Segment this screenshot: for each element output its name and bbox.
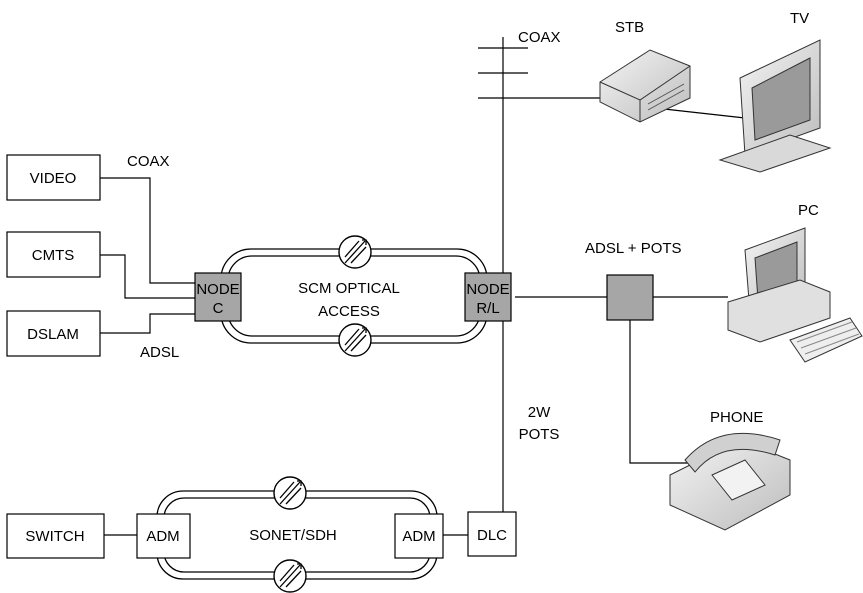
- node-rl-label-line1: NODE: [466, 281, 509, 298]
- sonet-ring-label: SONET/SDH: [249, 527, 337, 544]
- dslam-label: DSLAM: [27, 326, 79, 343]
- dslam-box: DSLAM: [7, 311, 100, 356]
- node-rl: NODE R/L: [465, 273, 511, 321]
- node-c-label-line2: C: [213, 300, 224, 317]
- phone-icon: [670, 433, 790, 530]
- dlc-label: DLC: [477, 527, 507, 544]
- coax-top-label: COAX: [518, 29, 561, 46]
- amplifier-icon: [339, 236, 371, 268]
- cmts-box: CMTS: [7, 232, 100, 277]
- tv-icon: [720, 40, 830, 172]
- adm-right-label: ADM: [402, 528, 435, 545]
- cmts-label: CMTS: [32, 247, 75, 264]
- node-rl-label-line2: R/L: [476, 300, 499, 317]
- stb-icon: [600, 50, 690, 122]
- adm-left-label: ADM: [146, 528, 179, 545]
- splitter-box: [607, 275, 653, 320]
- stb-label: STB: [615, 19, 644, 36]
- adm-right-box: ADM: [395, 514, 443, 558]
- coax-left-label: COAX: [127, 153, 170, 170]
- pc-icon: [728, 228, 862, 362]
- video-box: VIDEO: [7, 155, 100, 200]
- switch-label: SWITCH: [25, 528, 84, 545]
- tv-label: TV: [790, 10, 809, 27]
- phone-label: PHONE: [710, 409, 763, 426]
- scm-ring-label-line1: SCM OPTICAL: [298, 280, 400, 297]
- node-c: NODE C: [195, 273, 241, 321]
- node-c-label-line1: NODE: [196, 281, 239, 298]
- pots-label-line1: 2W: [528, 404, 551, 421]
- video-label: VIDEO: [30, 170, 77, 187]
- switch-box: SWITCH: [7, 514, 104, 558]
- adsl-pots-label: ADSL + POTS: [585, 240, 682, 257]
- amplifier-icon: [339, 324, 371, 356]
- adsl-label: ADSL: [140, 344, 179, 361]
- adm-left-box: ADM: [137, 514, 190, 558]
- scm-optical-ring: SCM OPTICAL ACCESS: [221, 236, 487, 356]
- pots-label-line2: POTS: [519, 426, 560, 443]
- amplifier-icon: [274, 560, 306, 592]
- scm-ring-label-line2: ACCESS: [318, 303, 380, 320]
- pc-label: PC: [798, 202, 819, 219]
- amplifier-icon: [274, 477, 306, 509]
- dlc-box: DLC: [468, 512, 516, 556]
